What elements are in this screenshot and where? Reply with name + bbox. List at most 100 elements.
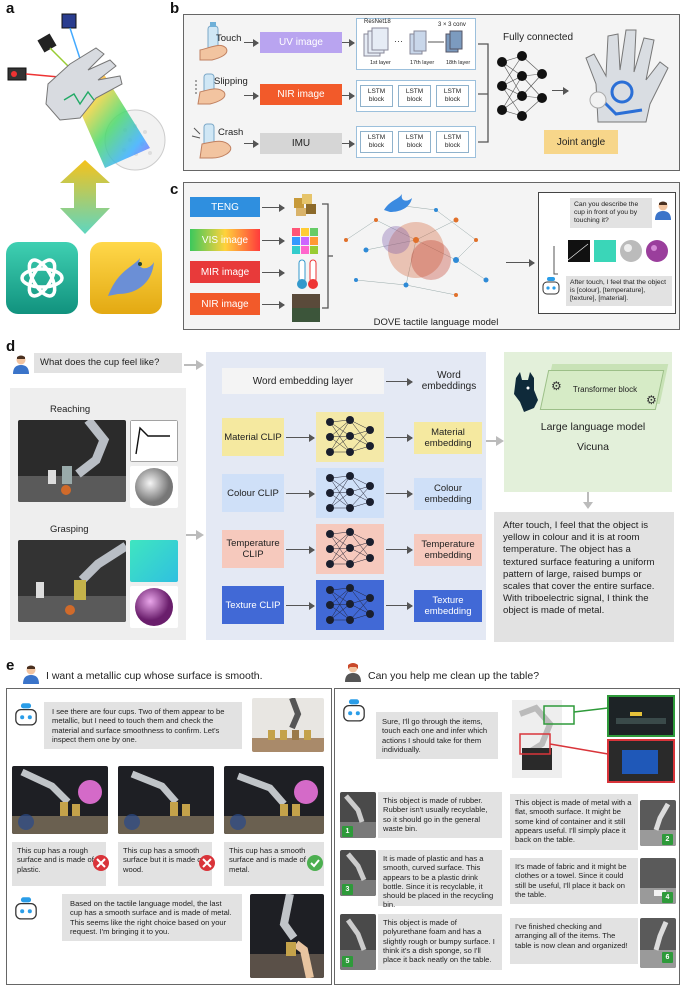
reject-icon-1 xyxy=(93,855,109,871)
colour-clip: Colour CLIP xyxy=(222,474,284,512)
texture-clip: Texture CLIP xyxy=(222,586,284,624)
item-4-text: It's made of fabric and it might be clot… xyxy=(510,858,638,904)
arrow-material-emb xyxy=(386,433,413,442)
imu-box: IMU xyxy=(260,133,342,154)
item-number-1: 1 xyxy=(342,826,353,837)
joint-angle-box: Joint angle xyxy=(544,130,618,154)
layer-1-label: 1st layer xyxy=(370,60,391,66)
reaching-label: Reaching xyxy=(50,404,91,415)
touch-cup-photo-2 xyxy=(118,766,214,834)
mir-image-box: MIR image xyxy=(190,261,260,283)
transformer-block-label: Transformer block xyxy=(572,384,638,394)
arrow-mir xyxy=(262,268,285,277)
resnet-layers-graphic: ··· xyxy=(363,27,463,57)
item-5-text: This object is made of polyurethane foam… xyxy=(378,914,502,970)
robot-hand-joint-graphic xyxy=(585,29,669,123)
cups-photo xyxy=(252,698,324,752)
cup-3-result: This cup has a smooth surface and is mad… xyxy=(224,842,324,886)
nir-image-box: NIR image xyxy=(260,84,342,105)
layer-17-label: 17th layer xyxy=(410,60,435,66)
material-embedding: Material embedding xyxy=(414,422,482,454)
reject-icon-2 xyxy=(199,855,215,871)
user-icon-d xyxy=(13,355,29,374)
arrow-crash xyxy=(244,139,259,148)
reaching-photo xyxy=(18,420,126,502)
lstm-block-nir-3: LSTM block xyxy=(436,85,469,107)
resnet-label: ResNet18 xyxy=(364,19,391,25)
fully-connected-label: Fully connected xyxy=(502,31,574,43)
arrow-temperature-clip xyxy=(286,545,315,554)
accept-icon xyxy=(307,855,323,871)
teng-box: TENG xyxy=(190,197,260,217)
word-embedding-layer: Word embedding layer xyxy=(222,368,384,394)
robot-icon-c xyxy=(542,277,560,295)
request-e-right: Can you help me clean up the table? xyxy=(368,670,540,682)
arrow-temperature-emb xyxy=(386,545,413,554)
texture-sample xyxy=(130,586,178,628)
texture-embedding: Texture embedding xyxy=(414,590,482,622)
arrow-word-emb xyxy=(386,377,413,386)
vis-image-box: VIS image xyxy=(190,229,260,251)
layer-18-label: 18th layer xyxy=(446,60,471,66)
temperature-embedding: Temperature embedding xyxy=(414,534,482,566)
dove-icon xyxy=(90,242,162,314)
vicuna-label: Vicuna xyxy=(577,440,609,453)
touch-cup-photo-1 xyxy=(12,766,108,834)
chatgpt-icon xyxy=(6,242,78,314)
chat-question: Can you describe the cup in front of you… xyxy=(570,198,652,228)
arrow-question-to-model xyxy=(184,360,204,370)
llm-label: Large language model xyxy=(540,420,646,433)
lstm-block-nir-2: LSTM block xyxy=(398,85,431,107)
arrow-vis xyxy=(262,236,285,245)
nir-image-box-c: NIR image xyxy=(190,293,260,315)
arrow-texture-emb xyxy=(386,601,413,610)
touch-cup-photo-3 xyxy=(224,766,324,834)
chat-flow-arrow xyxy=(553,246,558,275)
arrow-colour-emb xyxy=(386,489,413,498)
arrow-material-clip xyxy=(286,433,315,442)
arrow-texture-clip xyxy=(286,601,315,610)
user-icon-e-right xyxy=(345,663,361,682)
clip-networks xyxy=(316,412,384,630)
robot-hand-illustration xyxy=(6,13,166,314)
arrow-to-llm xyxy=(486,436,504,446)
merge-bracket xyxy=(478,43,489,143)
user-icon-c xyxy=(655,201,671,220)
lstm-block-imu-1: LSTM block xyxy=(360,131,393,153)
item-number-6: 6 xyxy=(662,952,673,963)
svg-text:···: ··· xyxy=(394,36,403,46)
colour-embedding: Colour embedding xyxy=(414,478,482,510)
chat-answer: After touch, I feel that the object is [… xyxy=(566,276,672,306)
material-clip: Material CLIP xyxy=(222,418,284,456)
bracket-c xyxy=(322,203,333,309)
arrow-touch xyxy=(244,38,259,47)
arrow-imu-to-lstm xyxy=(342,139,355,148)
user-icon-e-left xyxy=(23,665,39,684)
item-number-3: 3 xyxy=(342,884,353,895)
reaching-signal-plot xyxy=(130,420,178,462)
item-1-text: This object is made of rubber. Rubber is… xyxy=(378,792,502,838)
panel-label-a: a xyxy=(6,0,15,17)
reply-e-left-1: I see there are four cups. Two of them a… xyxy=(44,702,242,750)
arrow-slipping xyxy=(244,91,259,100)
item-3-text: It is made of plastic and has a smooth, … xyxy=(378,850,502,909)
conv-label: 3 × 3 conv xyxy=(438,22,466,28)
item-number-5: 5 xyxy=(342,956,353,967)
robot-icon-e-right xyxy=(343,699,365,722)
tactile-samples xyxy=(567,240,668,262)
reply-e-left-2: Based on the tactile language model, the… xyxy=(62,894,242,942)
panel-label-d: d xyxy=(6,338,16,355)
colour-sample xyxy=(130,540,178,582)
item-6-text: I've finished checking and arranging all… xyxy=(510,918,638,964)
arrow-llm-to-answer xyxy=(583,492,593,509)
table-cleanup-photo xyxy=(506,694,676,784)
arrow-colour-clip xyxy=(286,489,315,498)
question-d: What does the cup feel like? xyxy=(34,353,182,373)
lstm-block-nir-1: LSTM block xyxy=(360,85,393,107)
panel-label-c: c xyxy=(170,181,179,198)
uv-image-box: UV image xyxy=(260,32,342,53)
temperature-clip: Temperature CLIP xyxy=(222,530,284,568)
gear-icon-right: ⚙ xyxy=(646,393,657,407)
panel-label-b: b xyxy=(170,0,180,17)
grasping-label: Grasping xyxy=(50,524,89,535)
